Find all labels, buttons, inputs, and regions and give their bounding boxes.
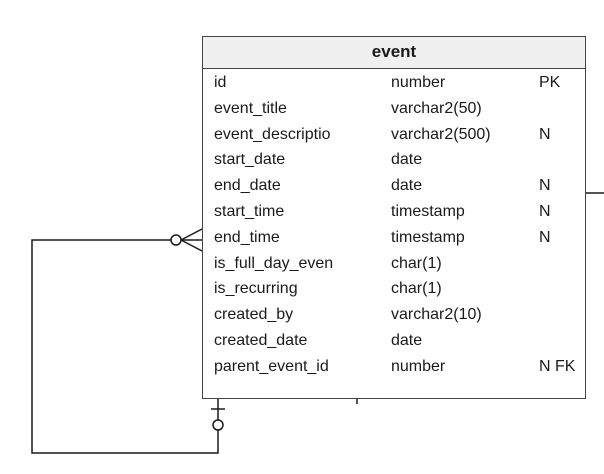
attribute-type: date <box>391 331 423 349</box>
attribute-row-start-date[interactable]: start_date date <box>203 151 585 177</box>
attribute-type: date <box>391 151 423 169</box>
zero-or-one-marker <box>211 408 225 431</box>
attribute-key: N <box>539 202 551 220</box>
attribute-key: N <box>539 228 551 246</box>
attribute-row-created-date[interactable]: created_date date <box>203 332 585 358</box>
attribute-name: id <box>214 74 227 91</box>
attribute-row-created-by[interactable]: created_by varchar2(10) <box>203 306 585 332</box>
attribute-name: end_time <box>214 228 280 246</box>
attribute-key: PK <box>539 74 561 91</box>
attribute-name: end_date <box>214 177 281 195</box>
zero-or-many-marker <box>170 228 203 252</box>
attribute-type: timestamp <box>391 202 465 220</box>
entity-event-table[interactable]: event id number PK event_title varchar2(… <box>202 36 586 399</box>
attribute-type: varchar2(10) <box>391 306 482 324</box>
attribute-name: event_descriptio <box>214 125 331 143</box>
attribute-type: varchar2(500) <box>391 125 491 143</box>
entity-title: event <box>203 37 585 69</box>
attribute-name: start_time <box>214 202 285 220</box>
attribute-row-is-recurring[interactable]: is_recurring char(1) <box>203 280 585 306</box>
attribute-type: timestamp <box>391 228 465 246</box>
attribute-name: event_title <box>214 99 287 117</box>
attribute-type: number <box>391 74 446 91</box>
attribute-row-start-time[interactable]: start_time timestamp N <box>203 203 585 229</box>
attribute-type: char(1) <box>391 280 442 298</box>
attribute-key: N FK <box>539 357 576 375</box>
attribute-type: varchar2(50) <box>391 99 482 117</box>
attribute-row-id[interactable]: id number PK <box>203 74 585 100</box>
attribute-row-parent-event-id[interactable]: parent_event_id number N FK <box>203 358 585 384</box>
attribute-row-end-time[interactable]: end_time timestamp N <box>203 229 585 255</box>
attribute-name: is_full_day_even <box>214 254 334 272</box>
attribute-name: created_by <box>214 306 294 324</box>
attribute-type: date <box>391 177 423 195</box>
attribute-row-end-date[interactable]: end_date date N <box>203 177 585 203</box>
attribute-name: is_recurring <box>214 280 298 298</box>
attribute-key: N <box>539 125 551 143</box>
attribute-row-event-description[interactable]: event_descriptio varchar2(500) N <box>203 126 585 152</box>
attribute-type: char(1) <box>391 254 442 272</box>
attribute-name: start_date <box>214 151 286 169</box>
self-relationship-line[interactable] <box>31 239 219 454</box>
attribute-row-is-full-day-event[interactable]: is_full_day_even char(1) <box>203 255 585 281</box>
attribute-name: parent_event_id <box>214 357 329 375</box>
attribute-type: number <box>391 357 446 375</box>
attribute-key: N <box>539 177 551 195</box>
attribute-name: created_date <box>214 331 308 349</box>
attribute-row-event-title[interactable]: event_title varchar2(50) <box>203 100 585 126</box>
entity-attributes: id number PK event_title varchar2(50) ev… <box>203 69 585 384</box>
